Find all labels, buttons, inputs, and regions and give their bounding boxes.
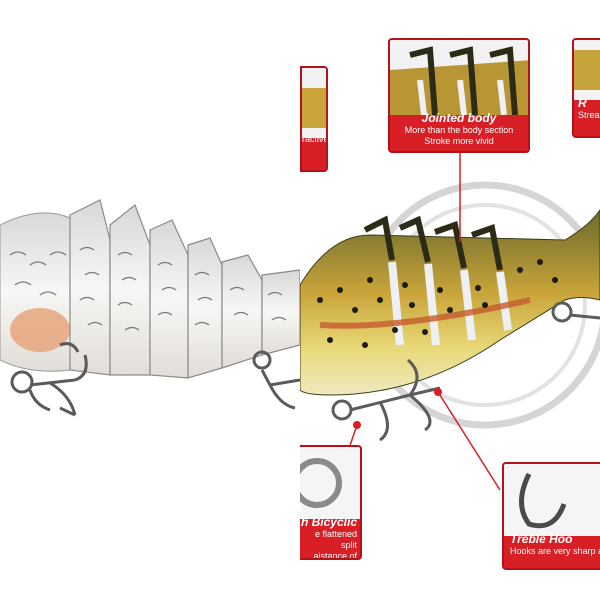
top-right-callout: R Strea xyxy=(572,38,600,138)
left-photo-panel xyxy=(0,199,300,417)
white-lure-illustration xyxy=(0,199,300,417)
top-left-callout: ractive xyxy=(300,66,328,172)
right-photo-panel: Jointed body More than the body section … xyxy=(300,0,600,600)
split-ring-line1: e flattened split xyxy=(314,529,357,550)
trout-lure-illustration xyxy=(300,150,600,491)
treble-hook-title: Treble Hoo xyxy=(510,532,573,546)
jointed-body-thumbnail xyxy=(390,40,528,116)
treble-hook-line1: Hooks are very sharp a xyxy=(510,546,600,556)
jointed-body-line1: More than the body section xyxy=(404,125,514,135)
split-ring-line2: aistance of pull xyxy=(313,551,357,560)
treble-hook-graphic xyxy=(331,358,441,442)
jointed-body-callout: Jointed body More than the body section … xyxy=(388,38,530,153)
split-ring-callout: h Bicyclic e flattened split aistance of… xyxy=(300,445,362,560)
split-ring-title: h Bicyclic xyxy=(300,515,357,529)
top-right-callout-sub: Strea xyxy=(578,110,600,120)
top-left-callout-text: ractive xyxy=(302,134,328,144)
jointed-body-line2: Stroke more vivid xyxy=(424,136,494,146)
jointed-body-title: Jointed body xyxy=(421,111,497,125)
treble-hook-callout: Treble Hoo Hooks are very sharp a xyxy=(502,462,600,570)
top-right-callout-title: R xyxy=(578,96,587,110)
